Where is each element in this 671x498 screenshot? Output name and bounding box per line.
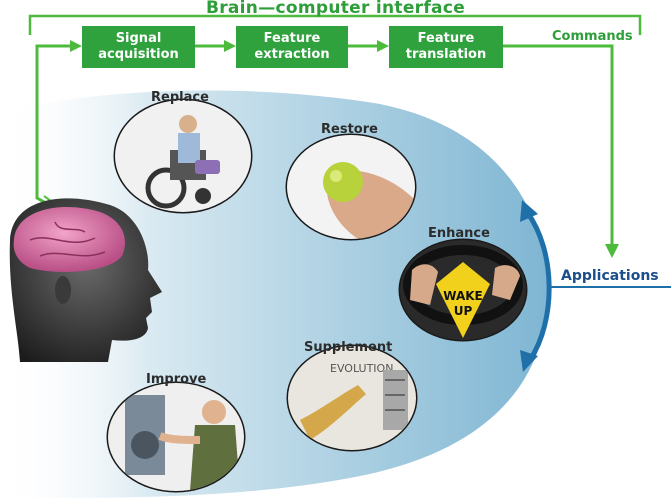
- feature-extraction-box: Feature extraction: [236, 26, 348, 68]
- label-restore: Restore: [321, 122, 378, 137]
- image-enhance-steering: WAKE UP: [398, 238, 528, 342]
- applications-arc-arrow: [524, 210, 552, 362]
- wake-up-sign: [436, 262, 490, 338]
- arrow-extr-to-trans-head: [377, 40, 389, 52]
- human-head-illustration: [9, 198, 163, 362]
- label-enhance: Enhance: [428, 226, 490, 241]
- image-restore-hand-apple: [285, 133, 417, 241]
- label-supplement: Supplement: [304, 340, 393, 355]
- arc-arrowhead-bottom: [520, 350, 538, 372]
- label-improve: Improve: [146, 372, 207, 387]
- sign-text-line2: UP: [454, 304, 473, 318]
- applications-label: Applications: [561, 268, 659, 284]
- feature-translation-box: Feature translation: [389, 26, 503, 68]
- image-supplement-robot-arm: EVOLUTION: [286, 344, 418, 452]
- sign-text-line1: WAKE: [443, 289, 482, 303]
- signal-acquisition-box: Signal acquisition: [82, 26, 195, 68]
- image-replace-wheelchair: [113, 98, 253, 214]
- commands-arrowhead: [605, 244, 619, 258]
- arc-arrowhead-top: [520, 200, 538, 222]
- bci-bracket-line: [28, 14, 642, 35]
- apple-icon: [323, 162, 363, 202]
- commands-label: Commands: [552, 29, 633, 44]
- arrow-acq-to-extr-head: [224, 40, 236, 52]
- robotic-arm-icon: [300, 385, 366, 440]
- image-improve-rehab: [106, 381, 246, 493]
- board-text: EVOLUTION: [330, 362, 393, 375]
- commands-connector: [503, 44, 614, 246]
- diagram-title: Brain—computer interface: [205, 0, 466, 18]
- ear-icon: [55, 276, 71, 304]
- connector-arrowhead: [70, 40, 82, 52]
- label-replace: Replace: [151, 90, 209, 105]
- wheelchair-wheel-icon: [145, 167, 187, 209]
